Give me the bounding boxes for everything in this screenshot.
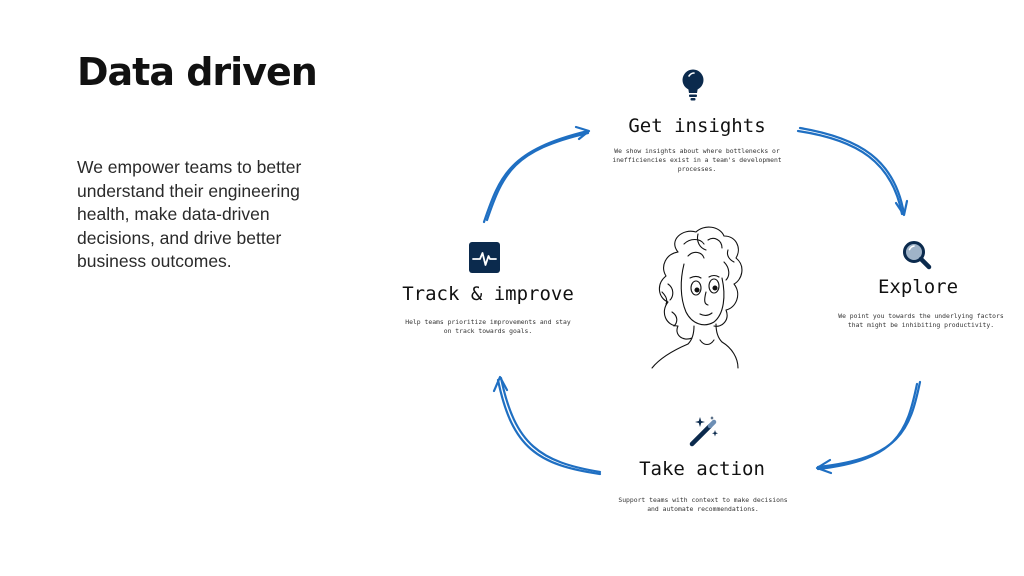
step-title-track-improve: Track & improve	[402, 283, 574, 305]
pulse-monitor-icon	[469, 242, 500, 273]
step-desc-track-improve: Help teams prioritize improvements and s…	[405, 318, 571, 335]
page-title: Data driven	[77, 50, 318, 94]
step-title-take-action: Take action	[639, 458, 765, 480]
magnifier-icon	[903, 241, 932, 270]
lightbulb-icon	[682, 69, 704, 101]
intro-paragraph: We empower teams to better understand th…	[77, 157, 302, 271]
arrow-explore-to-action	[815, 380, 922, 475]
step-desc-get-insights: We show insights about where bottlenecks…	[612, 147, 782, 173]
sketch-portrait-illustration	[651, 226, 743, 369]
step-desc-explore: We point you towards the underlying fact…	[838, 312, 1004, 329]
step-title-explore: Explore	[877, 276, 959, 298]
arrow-action-to-track	[492, 375, 602, 476]
magic-wand-icon	[689, 416, 718, 447]
step-desc-take-action: Support teams with context to make decis…	[618, 496, 788, 513]
step-title-get-insights: Get insights	[628, 115, 766, 137]
arrow-insights-to-explore	[796, 126, 909, 217]
arrow-track-to-insights	[482, 125, 591, 224]
